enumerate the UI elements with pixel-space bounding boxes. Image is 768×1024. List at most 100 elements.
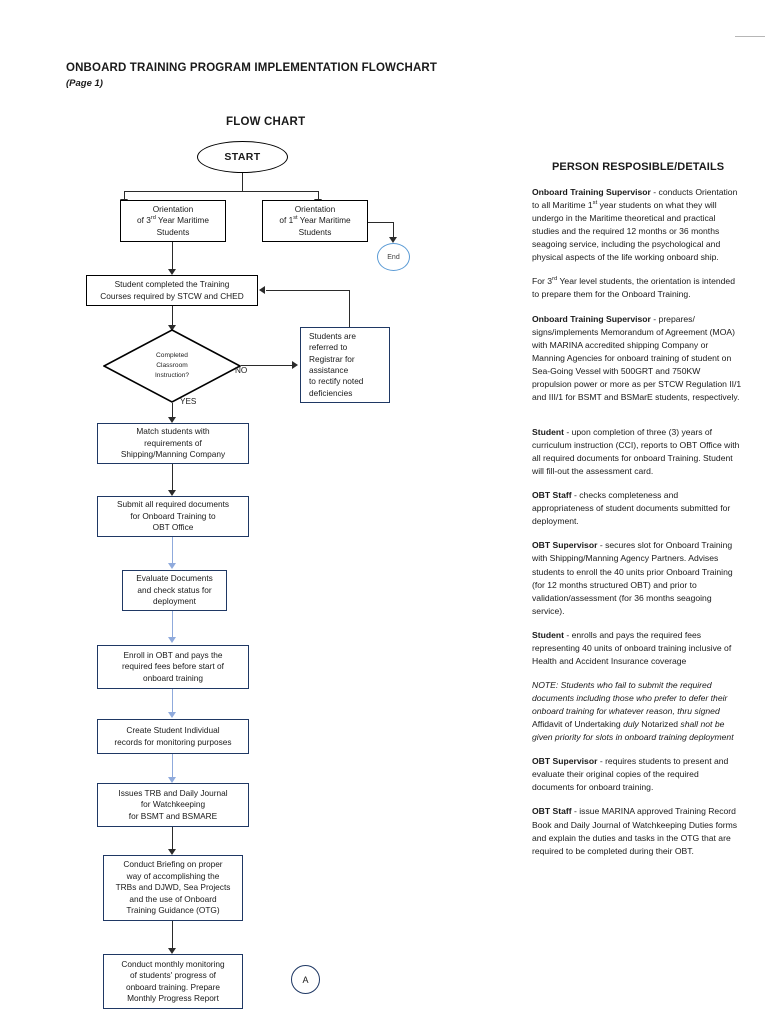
node-line: deployment — [153, 596, 196, 607]
node-line: records for monitoring purposes — [114, 736, 232, 747]
connector-yes-to-match — [172, 403, 174, 420]
detail-text: shall not be given priority for slots in… — [532, 719, 734, 743]
detail-paragraph-obt-staff-issue: OBT Staff - issue MARINA approved Traini… — [532, 805, 742, 857]
node-line: required fees before start of — [122, 661, 224, 672]
node-student-completed-training: Student completed the Training Courses r… — [86, 275, 258, 306]
connector-issues-to-briefing — [172, 827, 174, 851]
edge-label-no: NO — [235, 366, 248, 375]
detail-paragraph-note-affidavit: NOTE: Students who fail to submit the re… — [532, 679, 742, 744]
node-line: for Onboard Training to — [130, 510, 216, 521]
arrowhead-to-submit — [168, 490, 176, 496]
node-orientation-3rd-year: Orientation of 3rd Year Maritime Student… — [120, 200, 226, 242]
detail-text: - upon completion of three (3) years of … — [532, 426, 740, 477]
connector-no-to-referred — [241, 365, 293, 367]
detail-role: Student — [532, 426, 564, 437]
arrowhead-to-completed — [168, 269, 176, 275]
node-line: Student completed the Training — [114, 279, 230, 290]
detail-text-emphasis: Notarized — [641, 719, 681, 730]
node-line: Students — [298, 226, 332, 237]
detail-text: duly — [623, 719, 642, 730]
node-line: Registrar for — [309, 353, 355, 364]
node-line: Conduct Briefing on proper — [123, 859, 223, 870]
connector-1st-to-end-h — [368, 222, 394, 224]
connector-orientation-to-completed — [172, 242, 174, 271]
node-conduct-briefing: Conduct Briefing on proper way of accomp… — [103, 855, 243, 921]
node-line: referred to — [309, 342, 348, 353]
connector-completed-to-decision — [172, 306, 174, 329]
detail-paragraph-third-year-note: For 3rd Year level students, the orienta… — [532, 275, 742, 301]
detail-text: - enrolls and pays the required fees rep… — [532, 629, 732, 666]
details-column-heading: PERSON RESPOSIBLE/DETAILS — [552, 161, 725, 173]
connector-to-orientation-1st — [318, 191, 320, 200]
node-orientation-1st-year: Orientation of 1st Year Maritime Student… — [262, 200, 368, 242]
node-line: of students' progress of — [130, 970, 216, 981]
connector-start-stem — [242, 173, 244, 192]
connector-enroll-to-create — [172, 689, 174, 714]
node-match-students: Match students with requirements of Ship… — [97, 423, 249, 464]
node-line: Match students with — [136, 426, 210, 437]
connector-briefing-to-monitoring — [172, 921, 174, 950]
arrowhead-to-monitoring — [168, 948, 176, 954]
node-line: of 1st Year Maritime — [279, 215, 351, 226]
node-line: Shipping/Manning Company — [120, 449, 226, 460]
off-page-connector-a: A — [291, 965, 320, 994]
arrowhead-to-briefing — [168, 849, 176, 855]
node-students-referred-registrar: Students are referred to Registrar for a… — [300, 327, 390, 403]
arrowhead-to-decision — [168, 325, 176, 331]
node-submit-documents: Submit all required documents for Onboar… — [97, 496, 249, 537]
connector-feedback-horizontal — [266, 290, 350, 292]
end-terminator: End — [377, 243, 410, 271]
connector-evaluate-to-enroll — [172, 611, 174, 639]
arrowhead-to-evaluate — [168, 563, 176, 569]
node-line: Enroll in OBT and pays the — [123, 649, 223, 660]
detail-text: - prepares/ signs/implements Memorandum … — [532, 313, 742, 402]
detail-paragraph-obt-supervisor-slot: OBT Supervisor - secures slot for Onboar… — [532, 539, 742, 617]
node-line: Instruction? — [154, 371, 190, 379]
detail-role: Student — [532, 629, 564, 640]
node-line: Conduct monthly monitoring — [121, 958, 225, 969]
detail-text: - checks completeness and appropriatenes… — [532, 490, 731, 527]
arrowhead-to-enroll — [168, 637, 176, 643]
detail-paragraph-student-enrolls: Student - enrolls and pays the required … — [532, 629, 742, 668]
connector-feedback-vertical — [349, 290, 351, 327]
node-evaluate-documents: Evaluate Documents and check status for … — [122, 570, 227, 611]
node-line: Students are — [309, 330, 357, 341]
detail-role: OBT Supervisor — [532, 540, 598, 551]
start-terminator: START — [197, 141, 288, 173]
page-title: ONBOARD TRAINING PROGRAM IMPLEMENTATION … — [66, 62, 438, 74]
arrowhead-feedback-to-completed — [259, 286, 265, 294]
edge-label-yes: YES — [180, 397, 197, 406]
detail-text-emphasis: Affidavit of Undertaking — [532, 719, 624, 730]
detail-paragraph-onboard-training-supervisor-moa: Onboard Training Supervisor - prepares/ … — [532, 313, 742, 404]
node-line: way of accomplishing the — [126, 870, 220, 881]
node-issues-trb-daily-journal: Issues TRB and Daily Journal for Watchke… — [97, 783, 249, 827]
node-monthly-monitoring: Conduct monthly monitoring of students' … — [103, 954, 243, 1009]
node-line: Orientation — [152, 203, 194, 214]
detail-text: - secures slot for Onboard Training with… — [532, 540, 733, 616]
node-line: Evaluate Documents — [136, 573, 213, 584]
detail-text: - issue MARINA approved Training Record … — [532, 806, 738, 856]
node-line: Completed — [156, 352, 188, 360]
decision-label: Completed Classroom Instruction? — [103, 329, 241, 403]
node-line: Submit all required documents — [116, 499, 230, 510]
connector-1st-to-end-v — [393, 222, 395, 239]
node-line: for BSMT and BSMARE — [128, 810, 218, 821]
arrowhead-to-issues-trb — [168, 777, 176, 783]
node-line: onboard training. Prepare — [125, 981, 221, 992]
node-line: OBT Office — [152, 522, 194, 533]
node-line: Classroom — [156, 362, 188, 370]
node-line: onboard training — [143, 672, 203, 683]
node-create-student-records: Create Student Individual records for mo… — [97, 719, 249, 754]
diamond-shape — [103, 329, 241, 403]
detail-paragraph-obt-supervisor-originals: OBT Supervisor - requires students to pr… — [532, 755, 742, 794]
connector-submit-to-evaluate — [172, 537, 174, 565]
detail-text: - conducts Orientation to all Maritime 1… — [532, 187, 738, 263]
node-line: to rectify noted — [309, 376, 364, 387]
node-line: requirements of — [144, 437, 202, 448]
decision-completed-classroom-instruction: Completed Classroom Instruction? — [103, 329, 241, 403]
flow-chart-heading: FLOW CHART — [226, 116, 306, 128]
person-responsible-details-column: Onboard Training Supervisor - conducts O… — [532, 186, 742, 869]
page-number-label: (Page 1) — [66, 78, 103, 89]
detail-text: - requires students to present and evalu… — [532, 756, 729, 793]
arrowhead-to-end — [389, 237, 397, 243]
